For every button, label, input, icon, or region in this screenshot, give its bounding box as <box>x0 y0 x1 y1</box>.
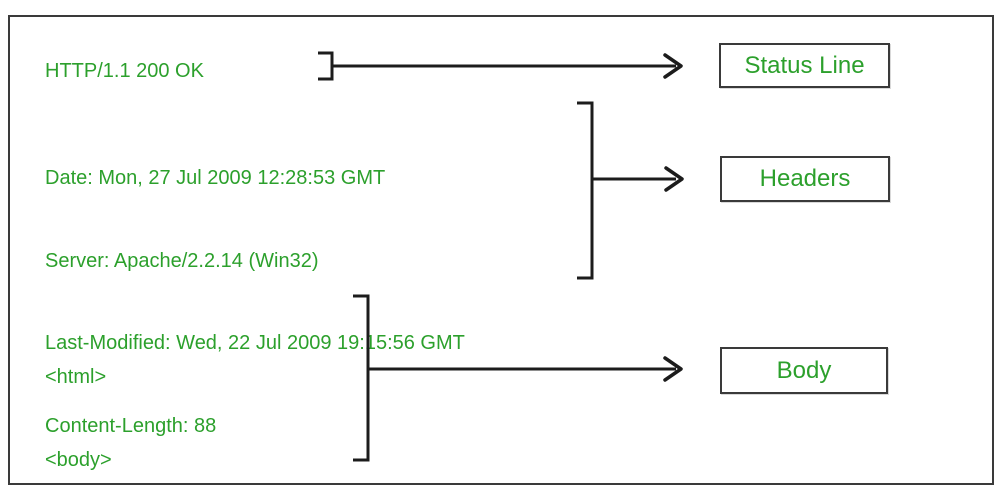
body-line-body-open: <body> <box>45 448 112 471</box>
http-status-line-text: HTTP/1.1 200 OK <box>45 60 204 82</box>
headers-label: Headers <box>759 165 851 192</box>
http-body-block: <html> <body> <h1>Hello, World!</h1> </b… <box>45 309 256 499</box>
header-line-server: Server: Apache/2.2.14 (Win32) <box>45 249 319 272</box>
header-line-last-modified: Last-Modified: Wed, 22 Jul 2009 19:15:56… <box>45 332 465 354</box>
http-headers-block: Date: Mon, 27 Jul 2009 12:28:53 GMT Serv… <box>45 110 465 499</box>
header-line-content-length: Content-Length: 88 <box>45 414 217 437</box>
body-line-html-open: <html> <box>45 366 107 388</box>
diagram-frame <box>8 15 994 485</box>
headers-label-box: Headers <box>720 156 890 202</box>
header-line-content-type: Content-Type: text/html <box>45 495 465 499</box>
body-label: Body <box>776 356 832 384</box>
status-line-label: Status Line <box>744 51 865 79</box>
header-line-date: Date: Mon, 27 Jul 2009 12:28:53 GMT <box>45 167 386 189</box>
status-line-label-box: Status Line <box>719 43 890 88</box>
body-label-box: Body <box>720 347 888 394</box>
